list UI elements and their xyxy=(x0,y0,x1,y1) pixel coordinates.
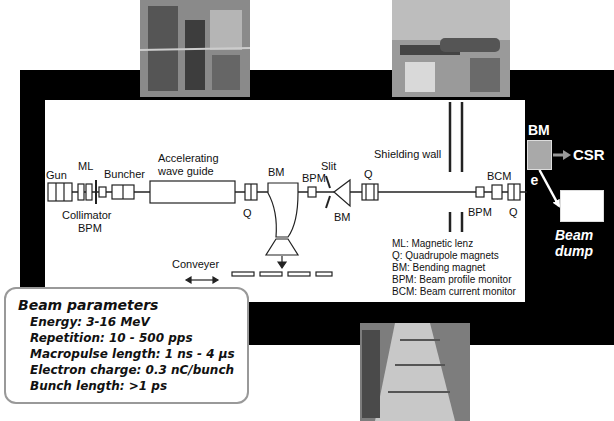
bending-magnet-box: BM xyxy=(527,140,552,170)
legend-key-text: BM: Bending magnet xyxy=(392,262,485,274)
component-label: Slit xyxy=(321,160,336,173)
csr-arrow xyxy=(553,154,564,157)
component-label: Collimator xyxy=(62,209,112,222)
output-label: CSR xyxy=(573,146,605,164)
box-text: Energy: 3-16 MeV xyxy=(30,314,235,330)
component-label: BM xyxy=(334,211,351,224)
beamline xyxy=(48,102,527,283)
component-label: BPM xyxy=(302,172,326,185)
component-label: ML xyxy=(78,160,93,173)
box-heading: BM xyxy=(528,122,550,138)
photo xyxy=(140,0,250,97)
legend-key-text: BCM: Beam current monitor xyxy=(392,286,516,298)
box-text: Macropulse length: 1 ns - 4 μs xyxy=(30,346,235,362)
beam-arrow xyxy=(540,170,560,206)
box-heading: Beam dump xyxy=(555,227,611,259)
component-label: Accelerating wave guide xyxy=(158,152,238,178)
legend-key-text: BPM: Beam profile monitor xyxy=(392,274,512,286)
component-label: BM xyxy=(268,166,285,179)
legend-key-text: ML: Magnetic lenz xyxy=(392,238,473,250)
photo xyxy=(392,0,510,97)
component-label: BPM xyxy=(468,206,492,219)
component-label: Conveyer xyxy=(172,258,219,271)
component-label: Shielding wall xyxy=(374,148,441,161)
box-text: Repetition: 10 - 500 pps xyxy=(30,330,235,346)
component-label: Buncher xyxy=(104,168,145,181)
csr-arrowhead xyxy=(563,150,571,160)
schematic-panel xyxy=(45,100,525,302)
photo xyxy=(360,323,470,421)
component-label: Q xyxy=(243,207,252,220)
box-heading: Beam parameters xyxy=(18,296,235,314)
component-label: BCM xyxy=(487,170,511,183)
component-label: Gun xyxy=(46,169,67,182)
box-text: Electron charge: 0.3 nC/bunch xyxy=(30,362,235,378)
legend-key-text: Q: Quadrupole magnets xyxy=(392,250,499,262)
component-label: Q xyxy=(509,206,518,219)
component-label: BPM xyxy=(78,222,102,235)
beam-dump-box: Beam dump xyxy=(560,190,604,222)
box-text: Bunch length: >1 ps xyxy=(30,378,235,394)
edge-label: e xyxy=(529,173,541,188)
parameters-box: Beam parametersEnergy: 3-16 MeVRepetitio… xyxy=(4,287,249,404)
component-label: Q xyxy=(364,168,373,181)
